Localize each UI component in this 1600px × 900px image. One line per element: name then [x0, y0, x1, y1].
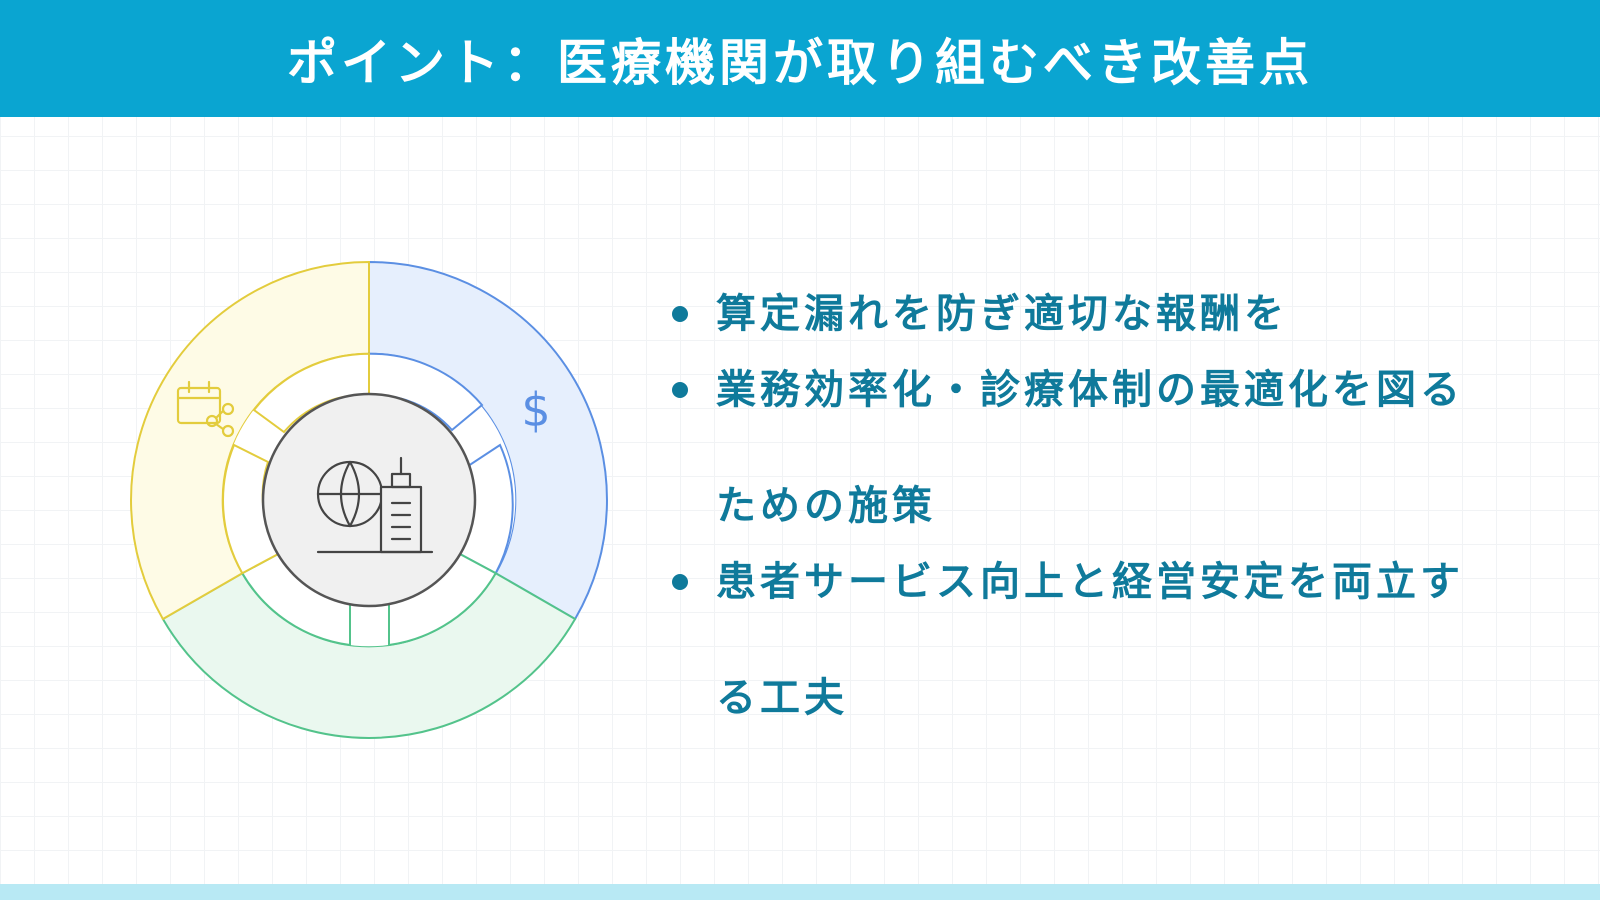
point-item: 業務効率化・診療体制の最適化を図るための施策 — [672, 332, 1496, 564]
page-title: ポイント：医療機関が取り組むべき改善点 — [287, 33, 1313, 92]
calendar-share-icon — [176, 380, 235, 438]
header-bar: ポイント：医療機関が取り組むべき改善点 — [0, 0, 1600, 117]
bullet-dot — [672, 382, 688, 398]
point-item: 患者サービス向上と経営安定を両立する工夫 — [672, 524, 1496, 756]
inner-arc-yellow-upper — [252, 352, 370, 434]
point-item: 算定漏れを防ぎ適切な報酬を — [672, 256, 1552, 372]
point-list: 算定漏れを防ぎ適切な報酬を 業務効率化・診療体制の最適化を図るための施策 患者サ… — [672, 256, 1552, 756]
globe-building-icon — [316, 456, 434, 554]
point-text: 算定漏れを防ぎ適切な報酬を — [716, 291, 1288, 337]
point-text: 患者サービス向上と経営安定を両立する工夫 — [716, 559, 1464, 721]
footer-band — [0, 884, 1600, 900]
bullet-dot — [672, 306, 688, 322]
bullet-dot — [672, 574, 688, 590]
center-circle — [261, 392, 477, 608]
dollar-icon: $ — [521, 383, 550, 437]
point-text: 業務効率化・診療体制の最適化を図るための施策 — [716, 367, 1464, 529]
